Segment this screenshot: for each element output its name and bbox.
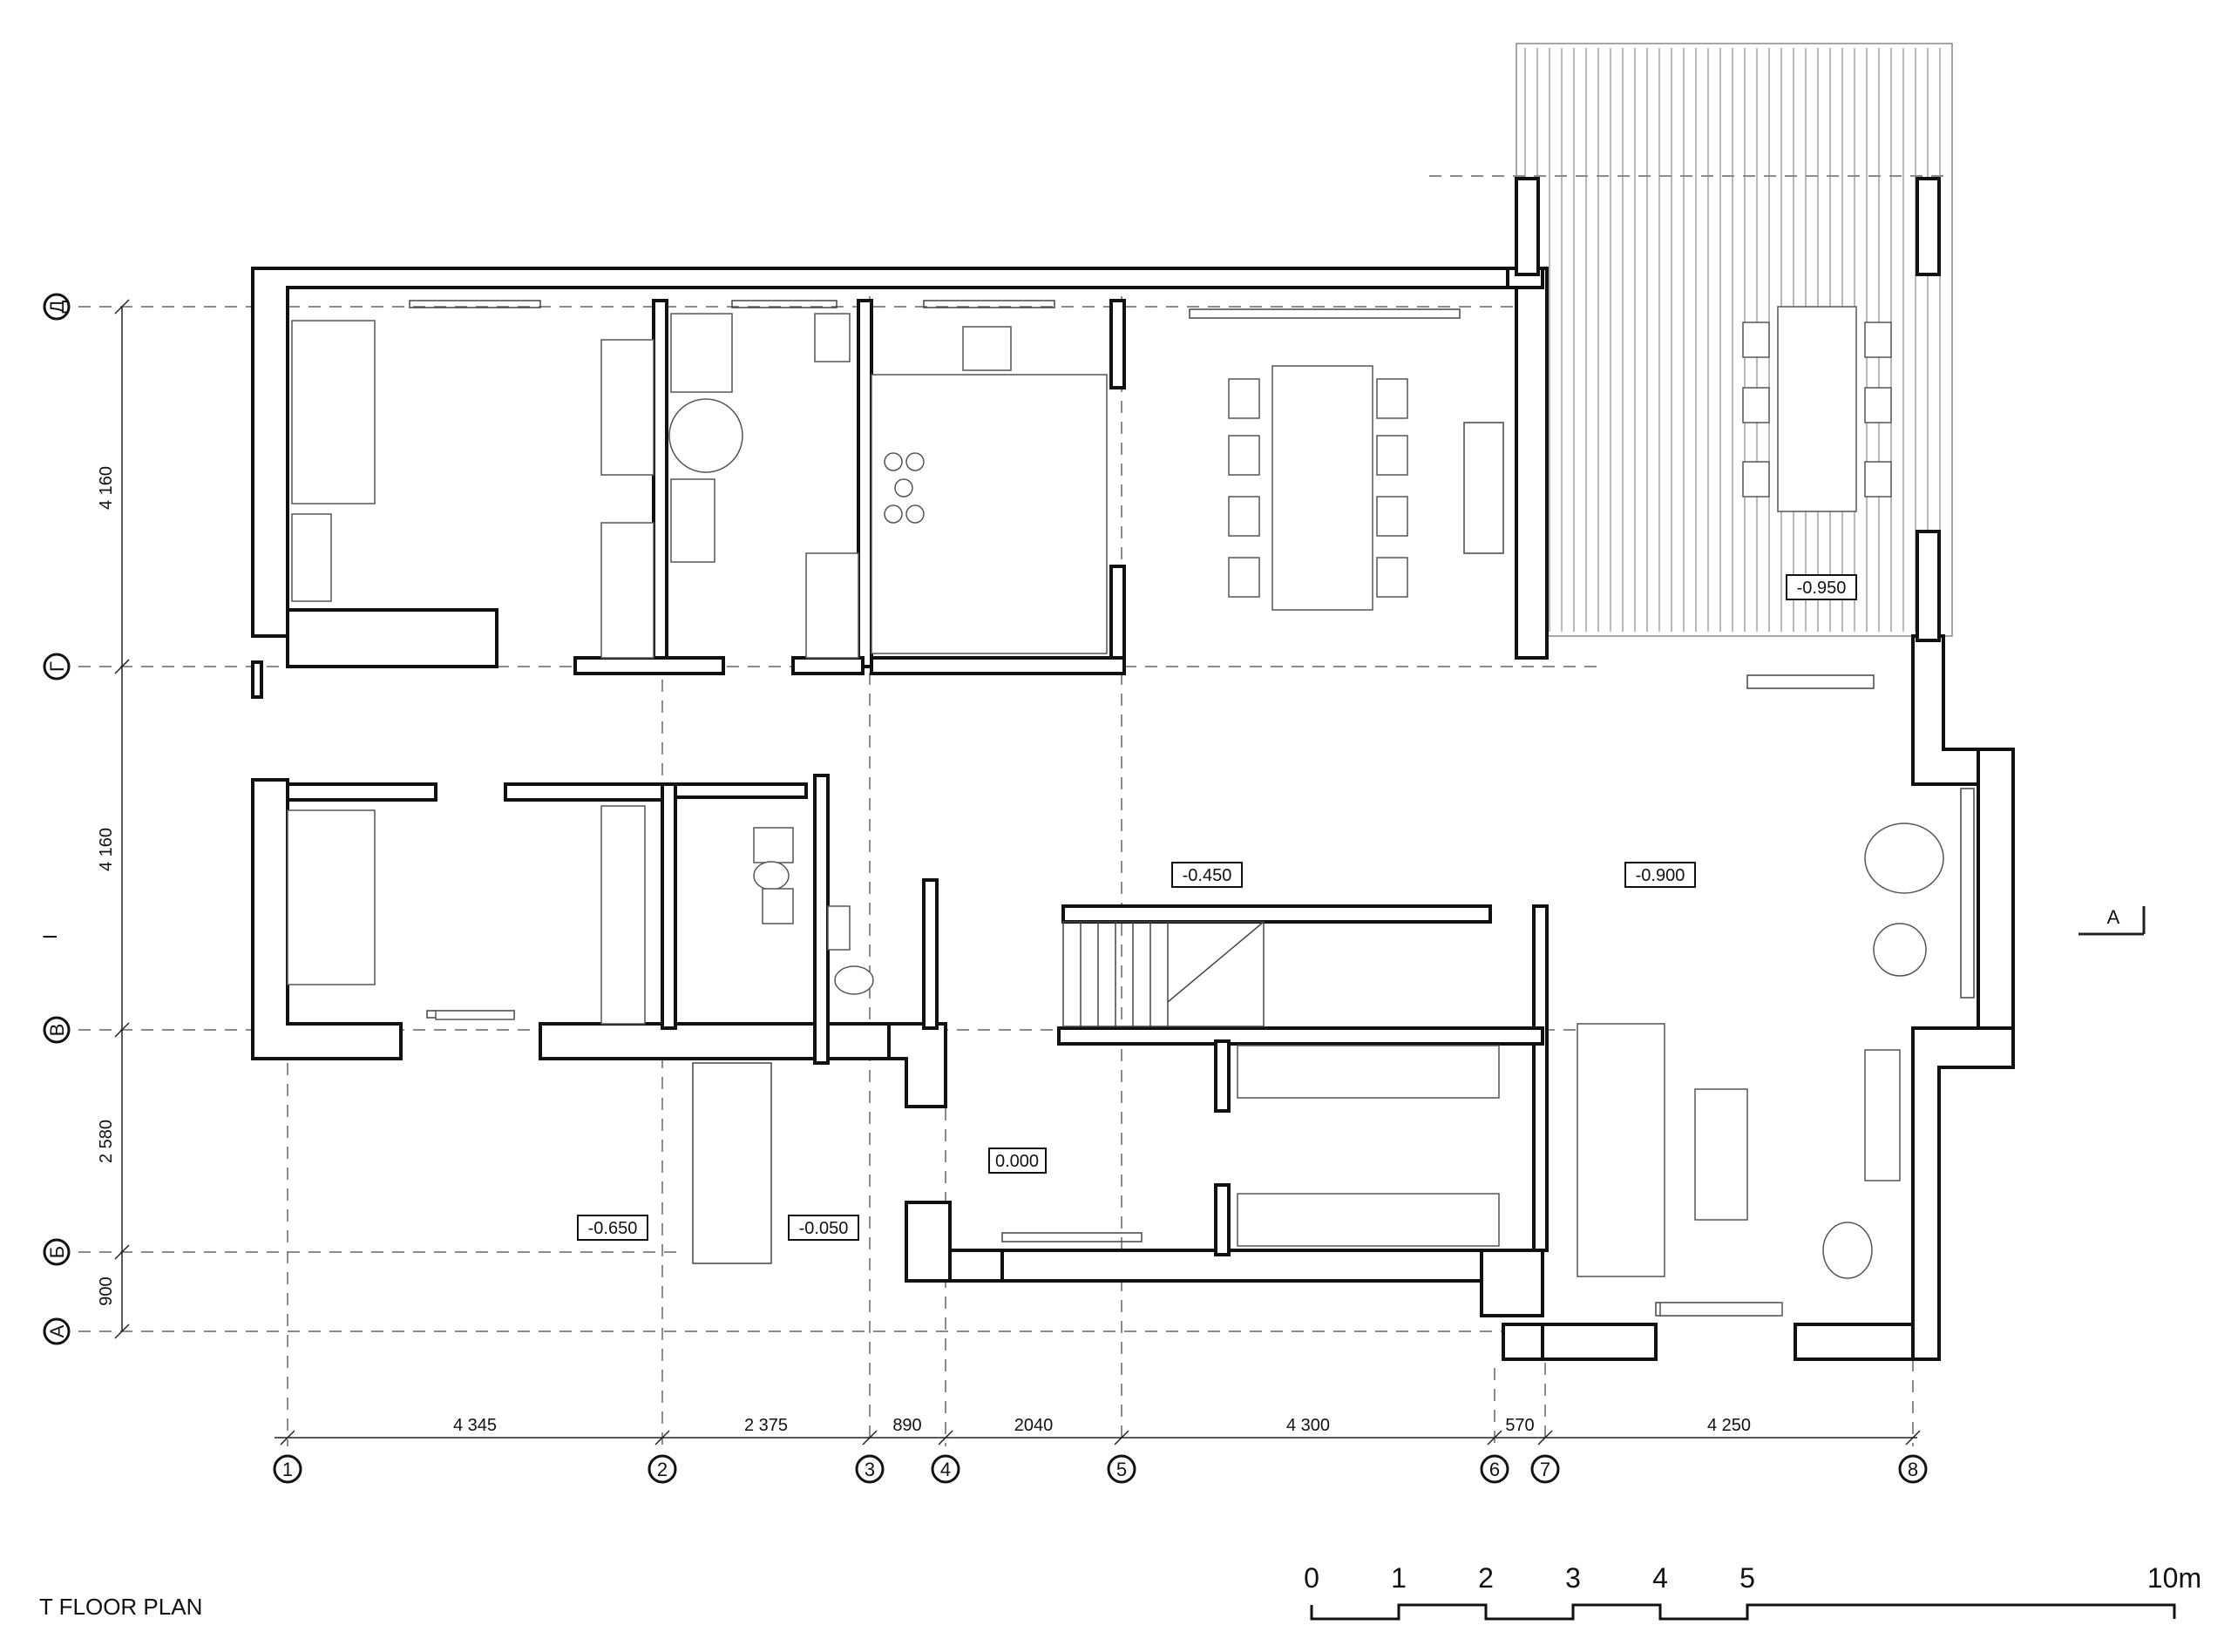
level-entry: 0.000: [988, 1148, 1047, 1174]
svg-text:2 375: 2 375: [744, 1416, 788, 1435]
svg-text:0.000: 0.000: [995, 1152, 1039, 1171]
svg-text:4 160: 4 160: [97, 466, 116, 510]
col-bubble-3: 3: [855, 1454, 885, 1484]
level-terrace: -0.950: [1786, 574, 1857, 600]
row-bubble-v: В: [43, 1016, 71, 1044]
drawing-title: T FLOOR PLAN: [39, 1594, 202, 1620]
svg-text:Д: Д: [46, 300, 68, 313]
stair: [692, 921, 1265, 1264]
svg-text:4: 4: [940, 1459, 951, 1480]
svg-text:4 345: 4 345: [453, 1416, 497, 1435]
svg-text:1: 1: [282, 1459, 293, 1480]
level-lounge: -0.900: [1624, 862, 1696, 888]
svg-text:-0.900: -0.900: [1636, 866, 1685, 885]
svg-text:-0.950: -0.950: [1797, 579, 1847, 598]
svg-text:-0.650: -0.650: [588, 1219, 638, 1238]
scale-label-10m: 10m: [2147, 1562, 2201, 1594]
col-bubble-6: 6: [1480, 1454, 1509, 1484]
svg-text:6: 6: [1489, 1459, 1500, 1480]
level-porch: -0.050: [788, 1215, 859, 1241]
col-bubble-5: 5: [1107, 1454, 1136, 1484]
svg-text:В: В: [46, 1024, 68, 1037]
scale-label-5: 5: [1739, 1562, 1755, 1594]
row-axis-labels: Д Г В Б А: [43, 293, 71, 1345]
level-markers: -0.950 -0.450 -0.900 0.000 -0.650 -0.050: [577, 574, 1857, 1241]
svg-text:5: 5: [1116, 1459, 1127, 1480]
svg-text:4 160: 4 160: [97, 828, 116, 871]
row-bubble-b: Б: [43, 1238, 71, 1266]
terrace-deck: [1516, 43, 1953, 637]
scale-label-0: 0: [1304, 1562, 1319, 1594]
svg-text:4 250: 4 250: [1707, 1416, 1751, 1435]
svg-text:2040: 2040: [1014, 1416, 1054, 1435]
svg-text:-0.450: -0.450: [1183, 866, 1232, 885]
scale-label-2: 2: [1478, 1562, 1494, 1594]
col-bubble-2: 2: [648, 1454, 677, 1484]
scale-label-3: 3: [1565, 1562, 1581, 1594]
row-bubble-a: А: [43, 1317, 71, 1345]
svg-text:8: 8: [1908, 1459, 1918, 1480]
section-mark: A: [2078, 906, 2146, 936]
svg-text:7: 7: [1540, 1459, 1550, 1480]
svg-text:А: А: [46, 1324, 68, 1337]
svg-text:900: 900: [97, 1276, 116, 1305]
scale-bar: 0 1 2 3 4 5 10m: [1304, 1562, 2201, 1621]
svg-text:3: 3: [865, 1459, 875, 1480]
row-bubble-g: Г: [43, 653, 71, 680]
row-dimensions: 4 160 4 160 2 580 900: [97, 299, 130, 1339]
svg-text:2: 2: [657, 1459, 668, 1480]
furniture: [287, 313, 1944, 1317]
side-mark: I: [39, 934, 61, 939]
col-bubble-8: 8: [1898, 1454, 1928, 1484]
row-bubble-d: Д: [43, 293, 71, 321]
svg-text:4 300: 4 300: [1286, 1416, 1330, 1435]
col-dimensions: 4 345 2 375 890 2040 4 300 570 4 250: [275, 1416, 1921, 1446]
col-bubble-4: 4: [931, 1454, 960, 1484]
svg-text:2 580: 2 580: [97, 1120, 116, 1163]
level-outside: -0.650: [577, 1215, 648, 1241]
scale-label-4: 4: [1652, 1562, 1668, 1594]
scale-label-1: 1: [1391, 1562, 1407, 1594]
svg-text:Б: Б: [46, 1246, 68, 1258]
svg-text:A: A: [2107, 906, 2120, 928]
svg-text:890: 890: [892, 1416, 921, 1435]
level-living: -0.450: [1171, 862, 1243, 888]
col-bubble-1: 1: [273, 1454, 302, 1484]
col-axis-labels: 1 2 3 4 5 6 7 8: [273, 1454, 1928, 1484]
svg-text:570: 570: [1505, 1416, 1534, 1435]
interior-walls: [286, 299, 1544, 1256]
svg-text:-0.050: -0.050: [799, 1219, 849, 1238]
col-bubble-7: 7: [1530, 1454, 1560, 1484]
svg-text:Г: Г: [46, 661, 68, 672]
